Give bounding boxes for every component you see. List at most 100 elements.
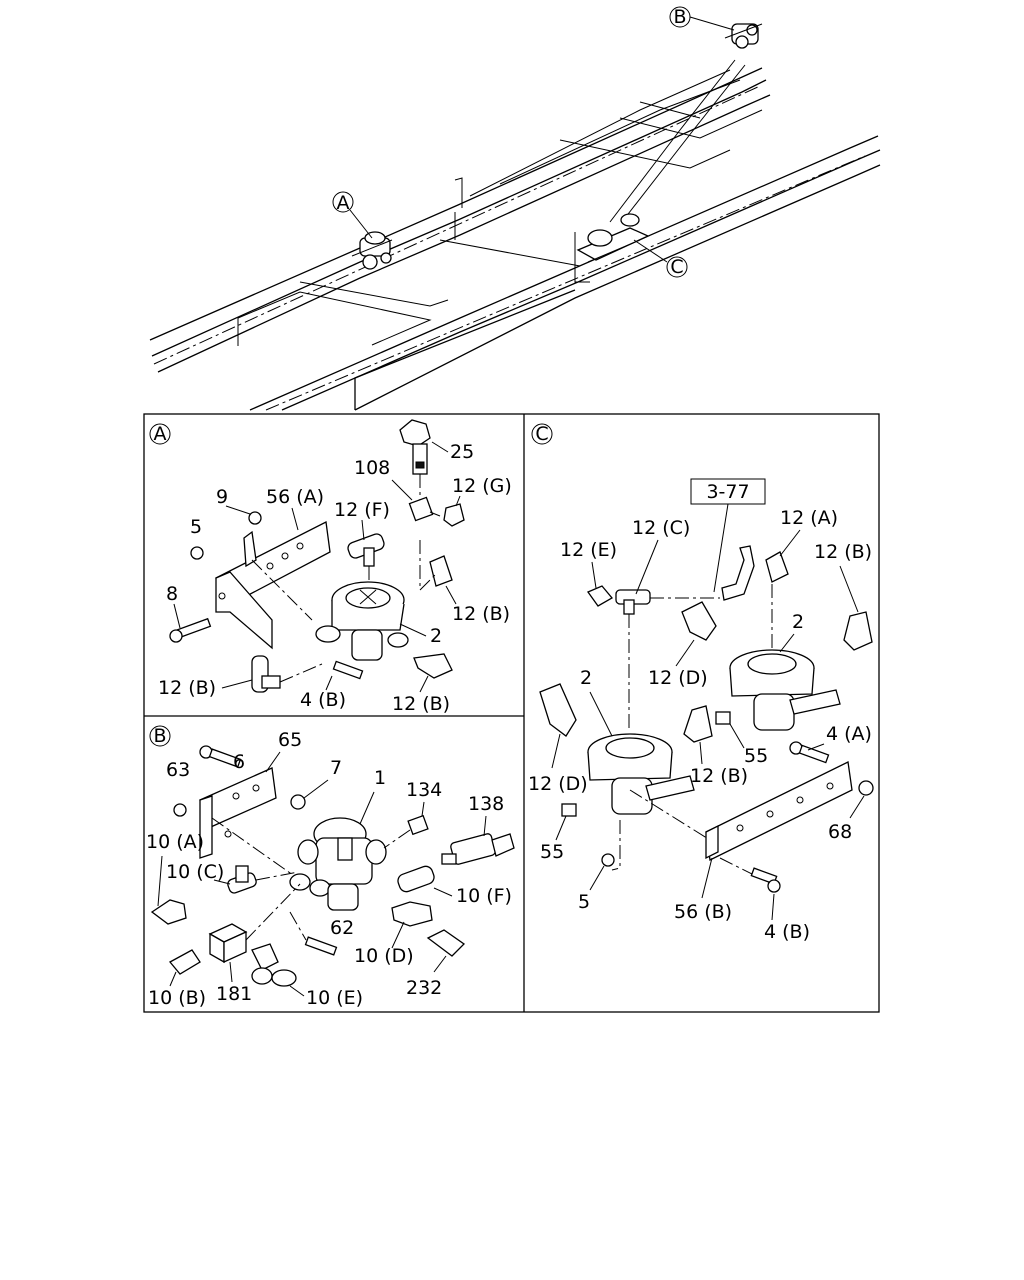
part-10e-fitting <box>251 943 297 987</box>
part-10b-fitting <box>168 949 201 975</box>
label-10e: 10 (E) <box>306 987 363 1009</box>
detail-panels-frame <box>143 413 880 1013</box>
label-62: 62 <box>330 917 354 939</box>
part-56b-bracket <box>705 761 853 877</box>
callout-a: A <box>332 191 373 239</box>
part-7-nut <box>290 794 306 810</box>
label-4b: 4 (B) <box>300 689 346 711</box>
label-12b-bottom: 12 (B) <box>392 693 450 715</box>
label-12f: 12 (F) <box>334 499 390 521</box>
part-4a-bolt <box>789 741 830 764</box>
label-12d-left: 12 (D) <box>528 773 588 795</box>
label-12b-top: 12 (B) <box>814 541 872 563</box>
label-12c: 12 (C) <box>632 517 690 539</box>
part-10d-fitting <box>391 901 433 927</box>
label-181: 181 <box>216 983 252 1005</box>
label-55-left: 55 <box>540 841 564 863</box>
label-6: 6 <box>233 751 245 773</box>
callout-a-letter: A <box>337 192 350 214</box>
label-12d-top: 12 (D) <box>648 667 708 689</box>
part-134-plug <box>407 814 429 836</box>
label-2-left: 2 <box>580 667 592 689</box>
label-10d: 10 (D) <box>354 945 414 967</box>
part-5-nut <box>601 853 615 867</box>
part-108-fitting <box>408 496 434 522</box>
callout-b: B <box>669 6 735 31</box>
part-138-sensor <box>441 833 515 865</box>
label-8: 8 <box>166 583 178 605</box>
part-pipe <box>721 545 755 601</box>
part-2-left-relay-valve <box>587 733 711 841</box>
part-2-relay-valve <box>315 581 409 661</box>
label-10c: 10 (C) <box>166 861 224 883</box>
panel-b-tag: B <box>153 725 166 747</box>
label-63: 63 <box>166 759 190 781</box>
label-2: 2 <box>430 625 442 647</box>
callout-c-letter: C <box>670 256 683 278</box>
panel-b-tag-circle <box>149 725 171 747</box>
part-12d-top-fitting <box>681 601 717 641</box>
part-12e-fitting <box>587 585 613 607</box>
valve-c-location <box>574 213 650 283</box>
part-56a-bracket <box>215 521 331 650</box>
reference-box-text: 3-77 <box>706 481 749 503</box>
panel-b: B <box>146 725 515 1009</box>
part-10f-fitting <box>397 865 435 893</box>
part-5-nut <box>190 546 204 560</box>
label-10a: 10 (A) <box>146 831 204 853</box>
label-68: 68 <box>828 821 852 843</box>
part-63-nut <box>173 803 187 817</box>
part-12f-tee <box>347 533 385 590</box>
label-232: 232 <box>406 977 442 999</box>
part-12b-top-elbow <box>843 611 873 651</box>
part-4b-bolt <box>332 660 364 680</box>
label-12b-mid: 12 (B) <box>690 765 748 787</box>
part-6-bolt <box>199 745 242 768</box>
valve-b-location <box>724 23 763 49</box>
label-7: 7 <box>330 757 342 779</box>
part-12b-mid-elbow <box>683 705 713 743</box>
callout-b-letter: B <box>673 6 686 28</box>
label-65: 65 <box>278 729 302 751</box>
label-5-c: 5 <box>578 891 590 913</box>
part-2-right-relay-valve <box>729 649 841 731</box>
label-56a: 56 (A) <box>266 486 324 508</box>
panel-a-tag: A <box>154 423 167 445</box>
label-25: 25 <box>450 441 474 463</box>
label-55-right: 55 <box>744 745 768 767</box>
part-12c-tee <box>615 589 720 728</box>
part-10c-tee <box>227 865 299 894</box>
label-12g: 12 (G) <box>452 475 512 497</box>
label-108: 108 <box>354 457 390 479</box>
part-55-right-plug <box>715 711 731 725</box>
part-12b-bottom-elbow <box>413 653 453 679</box>
label-12a: 12 (A) <box>780 507 838 529</box>
part-8-bolt <box>169 617 212 643</box>
valve-a-location <box>351 231 393 270</box>
label-138: 138 <box>468 793 504 815</box>
label-4a: 4 (A) <box>826 723 872 745</box>
part-65-bracket <box>199 767 301 881</box>
panel-a: A <box>149 419 512 715</box>
part-12d-left-fitting <box>539 683 577 737</box>
label-4b-c: 4 (B) <box>764 921 810 943</box>
label-10f: 10 (F) <box>456 885 512 907</box>
panel-c-tag: C <box>535 423 548 445</box>
part-9-nut <box>248 511 262 525</box>
label-5: 5 <box>190 516 202 538</box>
part-62-bolt <box>304 936 338 956</box>
label-2-right: 2 <box>792 611 804 633</box>
label-134: 134 <box>406 779 442 801</box>
label-10b: 10 (B) <box>148 987 206 1009</box>
part-4b-bolt <box>750 867 781 893</box>
part-25-pressure-switch <box>399 419 431 500</box>
part-10a-elbow <box>150 899 187 925</box>
panel-c: C 3-77 <box>528 423 874 943</box>
chassis-frame-overview: A B C <box>149 6 881 411</box>
part-55-left-plug <box>561 803 577 817</box>
panel-c-tag-circle <box>531 423 553 445</box>
part-12b-left-elbow <box>251 655 323 693</box>
label-12e: 12 (E) <box>560 539 617 561</box>
label-12b-right: 12 (B) <box>452 603 510 625</box>
